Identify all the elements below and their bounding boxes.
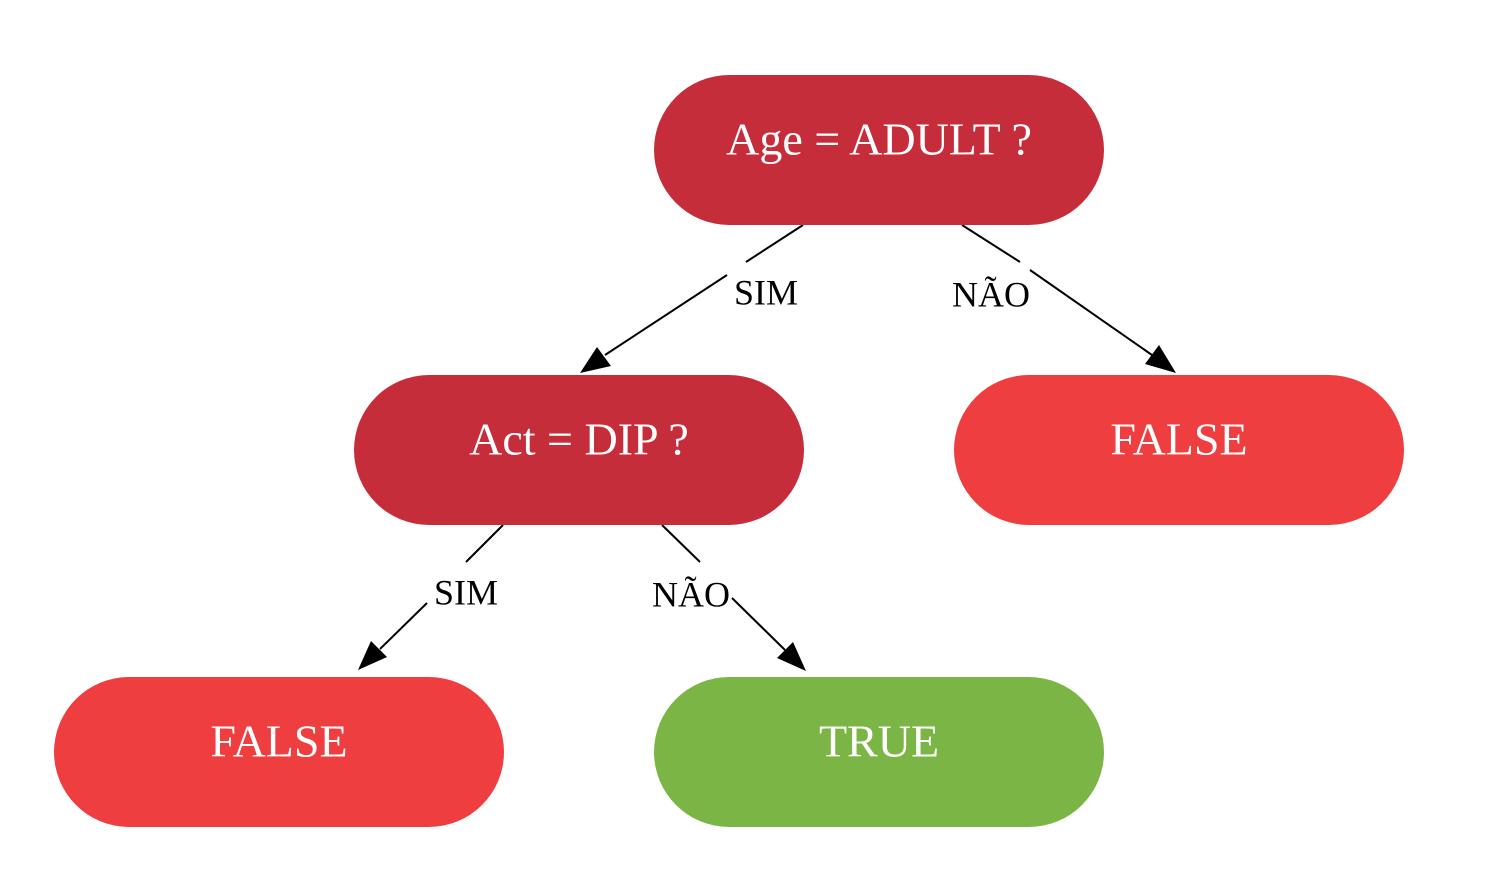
node-act-dip: Act = DIP ? — [354, 375, 804, 525]
node-age-adult: Age = ADULT ? — [654, 75, 1104, 225]
node-false-left: FALSE — [54, 677, 504, 827]
edge-label-root-yes: SIM — [734, 272, 798, 312]
node-shape-false-left — [54, 677, 504, 827]
node-label-act-dip: Act = DIP ? — [469, 414, 689, 465]
edge-act-to-true: NÃO — [652, 524, 806, 671]
edge-label-act-no: NÃO — [652, 574, 730, 614]
arrowhead-act-to-true — [777, 642, 806, 671]
node-true: TRUE — [654, 677, 1104, 827]
edge-act-to-false-left: SIM — [358, 524, 504, 670]
node-label-age-adult: Age = ADULT ? — [726, 114, 1032, 165]
edge-root-to-act: SIM — [580, 224, 804, 373]
node-shape-act-dip — [354, 375, 804, 525]
edge-root-to-false-right: NÃO — [952, 224, 1176, 373]
node-shape-false-right — [954, 375, 1404, 525]
node-label-true: TRUE — [819, 716, 939, 767]
arrowhead-root-to-act — [580, 347, 611, 373]
node-shape-age-adult — [654, 75, 1104, 225]
node-label-false-left: FALSE — [210, 716, 347, 767]
node-shape-true — [654, 677, 1104, 827]
edge-label-root-no: NÃO — [952, 274, 1030, 314]
node-label-false-right: FALSE — [1110, 414, 1247, 465]
edge-label-act-yes: SIM — [434, 572, 498, 612]
arrowhead-root-to-false-right — [1145, 345, 1176, 373]
node-false-right: FALSE — [954, 375, 1404, 525]
arrowhead-act-to-false-left — [358, 641, 387, 670]
